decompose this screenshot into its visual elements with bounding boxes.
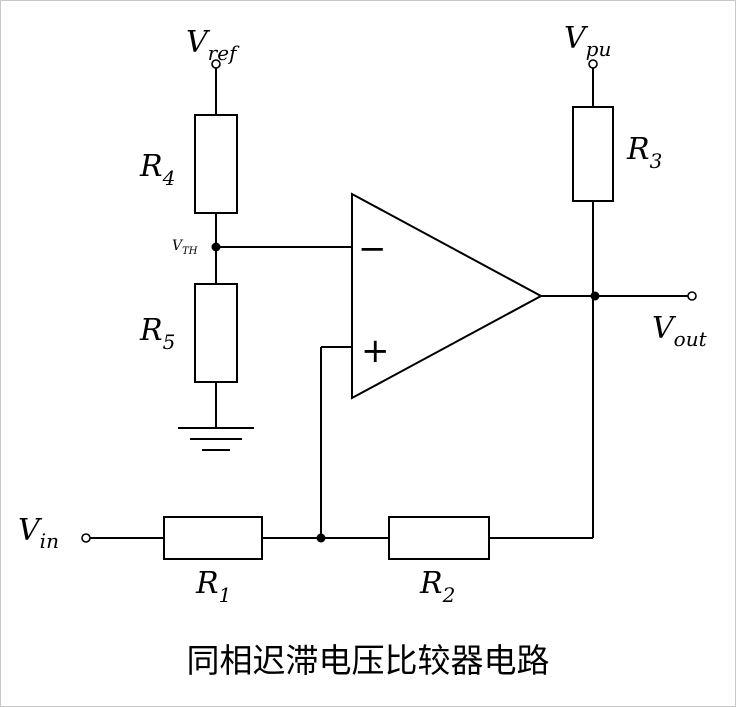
- vin-terminal: [81, 533, 91, 543]
- label-r3: R3: [626, 132, 662, 173]
- diagram-caption: 同相迟滞电压比较器电路: [186, 641, 550, 680]
- vref-terminal: [211, 59, 221, 69]
- label-vout: Vout: [652, 311, 708, 351]
- output-node: [590, 291, 600, 301]
- resistor-r1: [163, 516, 263, 560]
- resistor-r4: [194, 114, 238, 214]
- label-r1: R1: [195, 566, 231, 607]
- label-vin: Vin: [18, 513, 59, 553]
- label-r2: R2: [419, 566, 455, 607]
- vpu-terminal: [588, 59, 598, 69]
- label-r4: R4: [139, 149, 175, 190]
- resistor-r2: [388, 516, 490, 560]
- resistor-r5: [194, 283, 238, 383]
- ground-symbol: [178, 427, 254, 451]
- opamp-minus-sign: −: [358, 229, 387, 269]
- resistor-r3: [572, 106, 614, 202]
- label-vth: VTH: [172, 238, 198, 257]
- vout-terminal: [687, 291, 697, 301]
- label-vref: Vref: [186, 25, 240, 65]
- opamp-triangle: [351, 192, 544, 400]
- label-r5: R5: [139, 313, 175, 354]
- label-vpu: Vpu: [564, 21, 611, 61]
- vth-node: [211, 242, 221, 252]
- opamp-plus-sign: +: [361, 331, 390, 371]
